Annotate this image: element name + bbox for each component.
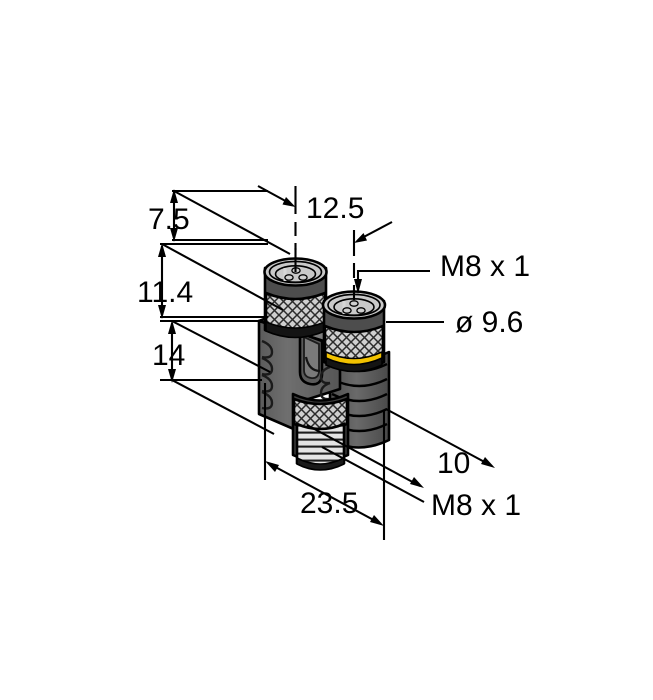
- dim-7-5-text: 7.5: [148, 203, 190, 236]
- dim-7-5-arrow-down: [170, 228, 178, 242]
- note-dia-9-6-text: ø 9.6: [455, 306, 523, 339]
- right-female-connector: [321, 290, 387, 373]
- dim-12-5-left-arrowhead: [282, 197, 296, 207]
- right-socket-holes: [342, 300, 366, 314]
- dim-23-5-dimension-line: [267, 462, 382, 525]
- dim-12-5-text: 12.5: [306, 192, 364, 225]
- dim-11-4-leader-to-part: [161, 243, 284, 311]
- dim-7-5-arrow-up: [170, 189, 178, 203]
- dim-10-upper-leader: [385, 408, 493, 467]
- dim-23-5-arrow-right: [370, 515, 384, 526]
- dim-10-arrow-upper: [481, 457, 495, 468]
- dim-12-5-right-arrowhead: [354, 233, 367, 243]
- note-m8x1-bottom-leader: [321, 446, 425, 503]
- dim-14-text: 14: [152, 339, 185, 372]
- dim-11-4-arrow-down: [158, 305, 166, 319]
- note-m8x1-bottom-text: M8 x 1: [431, 489, 521, 522]
- dim-10-lower-leader: [306, 424, 421, 487]
- dim-14-lower-leader-to-part: [171, 379, 275, 435]
- dim-11-4-text: 11.4: [137, 276, 193, 309]
- latch-feature: [298, 331, 324, 386]
- dim-14-leader-to-part: [171, 320, 271, 373]
- dim-23-5-text: 23.5: [300, 487, 358, 520]
- note-m8x1-top-arrowhead: [354, 279, 362, 294]
- note-m8x1-top-text: M8 x 1: [440, 250, 530, 283]
- part-assembly: [257, 257, 391, 471]
- dim-11-4-arrow-up: [158, 243, 166, 257]
- dim-14-arrow-down: [168, 369, 176, 383]
- dim-10-text: 10: [437, 447, 470, 480]
- annotation-layer: 7.5 11.4 14 12.5 10 23.5 M8 x 1 ø 9.6 M8…: [137, 185, 530, 540]
- bottom-end-cap: [296, 456, 345, 471]
- bottom-male-connector: [291, 392, 350, 471]
- dim-10-arrow-lower: [410, 477, 424, 488]
- dim-23-5-arrow-left: [265, 461, 279, 472]
- dim-7-5-leader-to-part: [173, 190, 291, 255]
- right-connector-collar: [325, 356, 383, 373]
- dim-14-arrow-up: [168, 320, 176, 334]
- body-left-ribs: [261, 339, 274, 410]
